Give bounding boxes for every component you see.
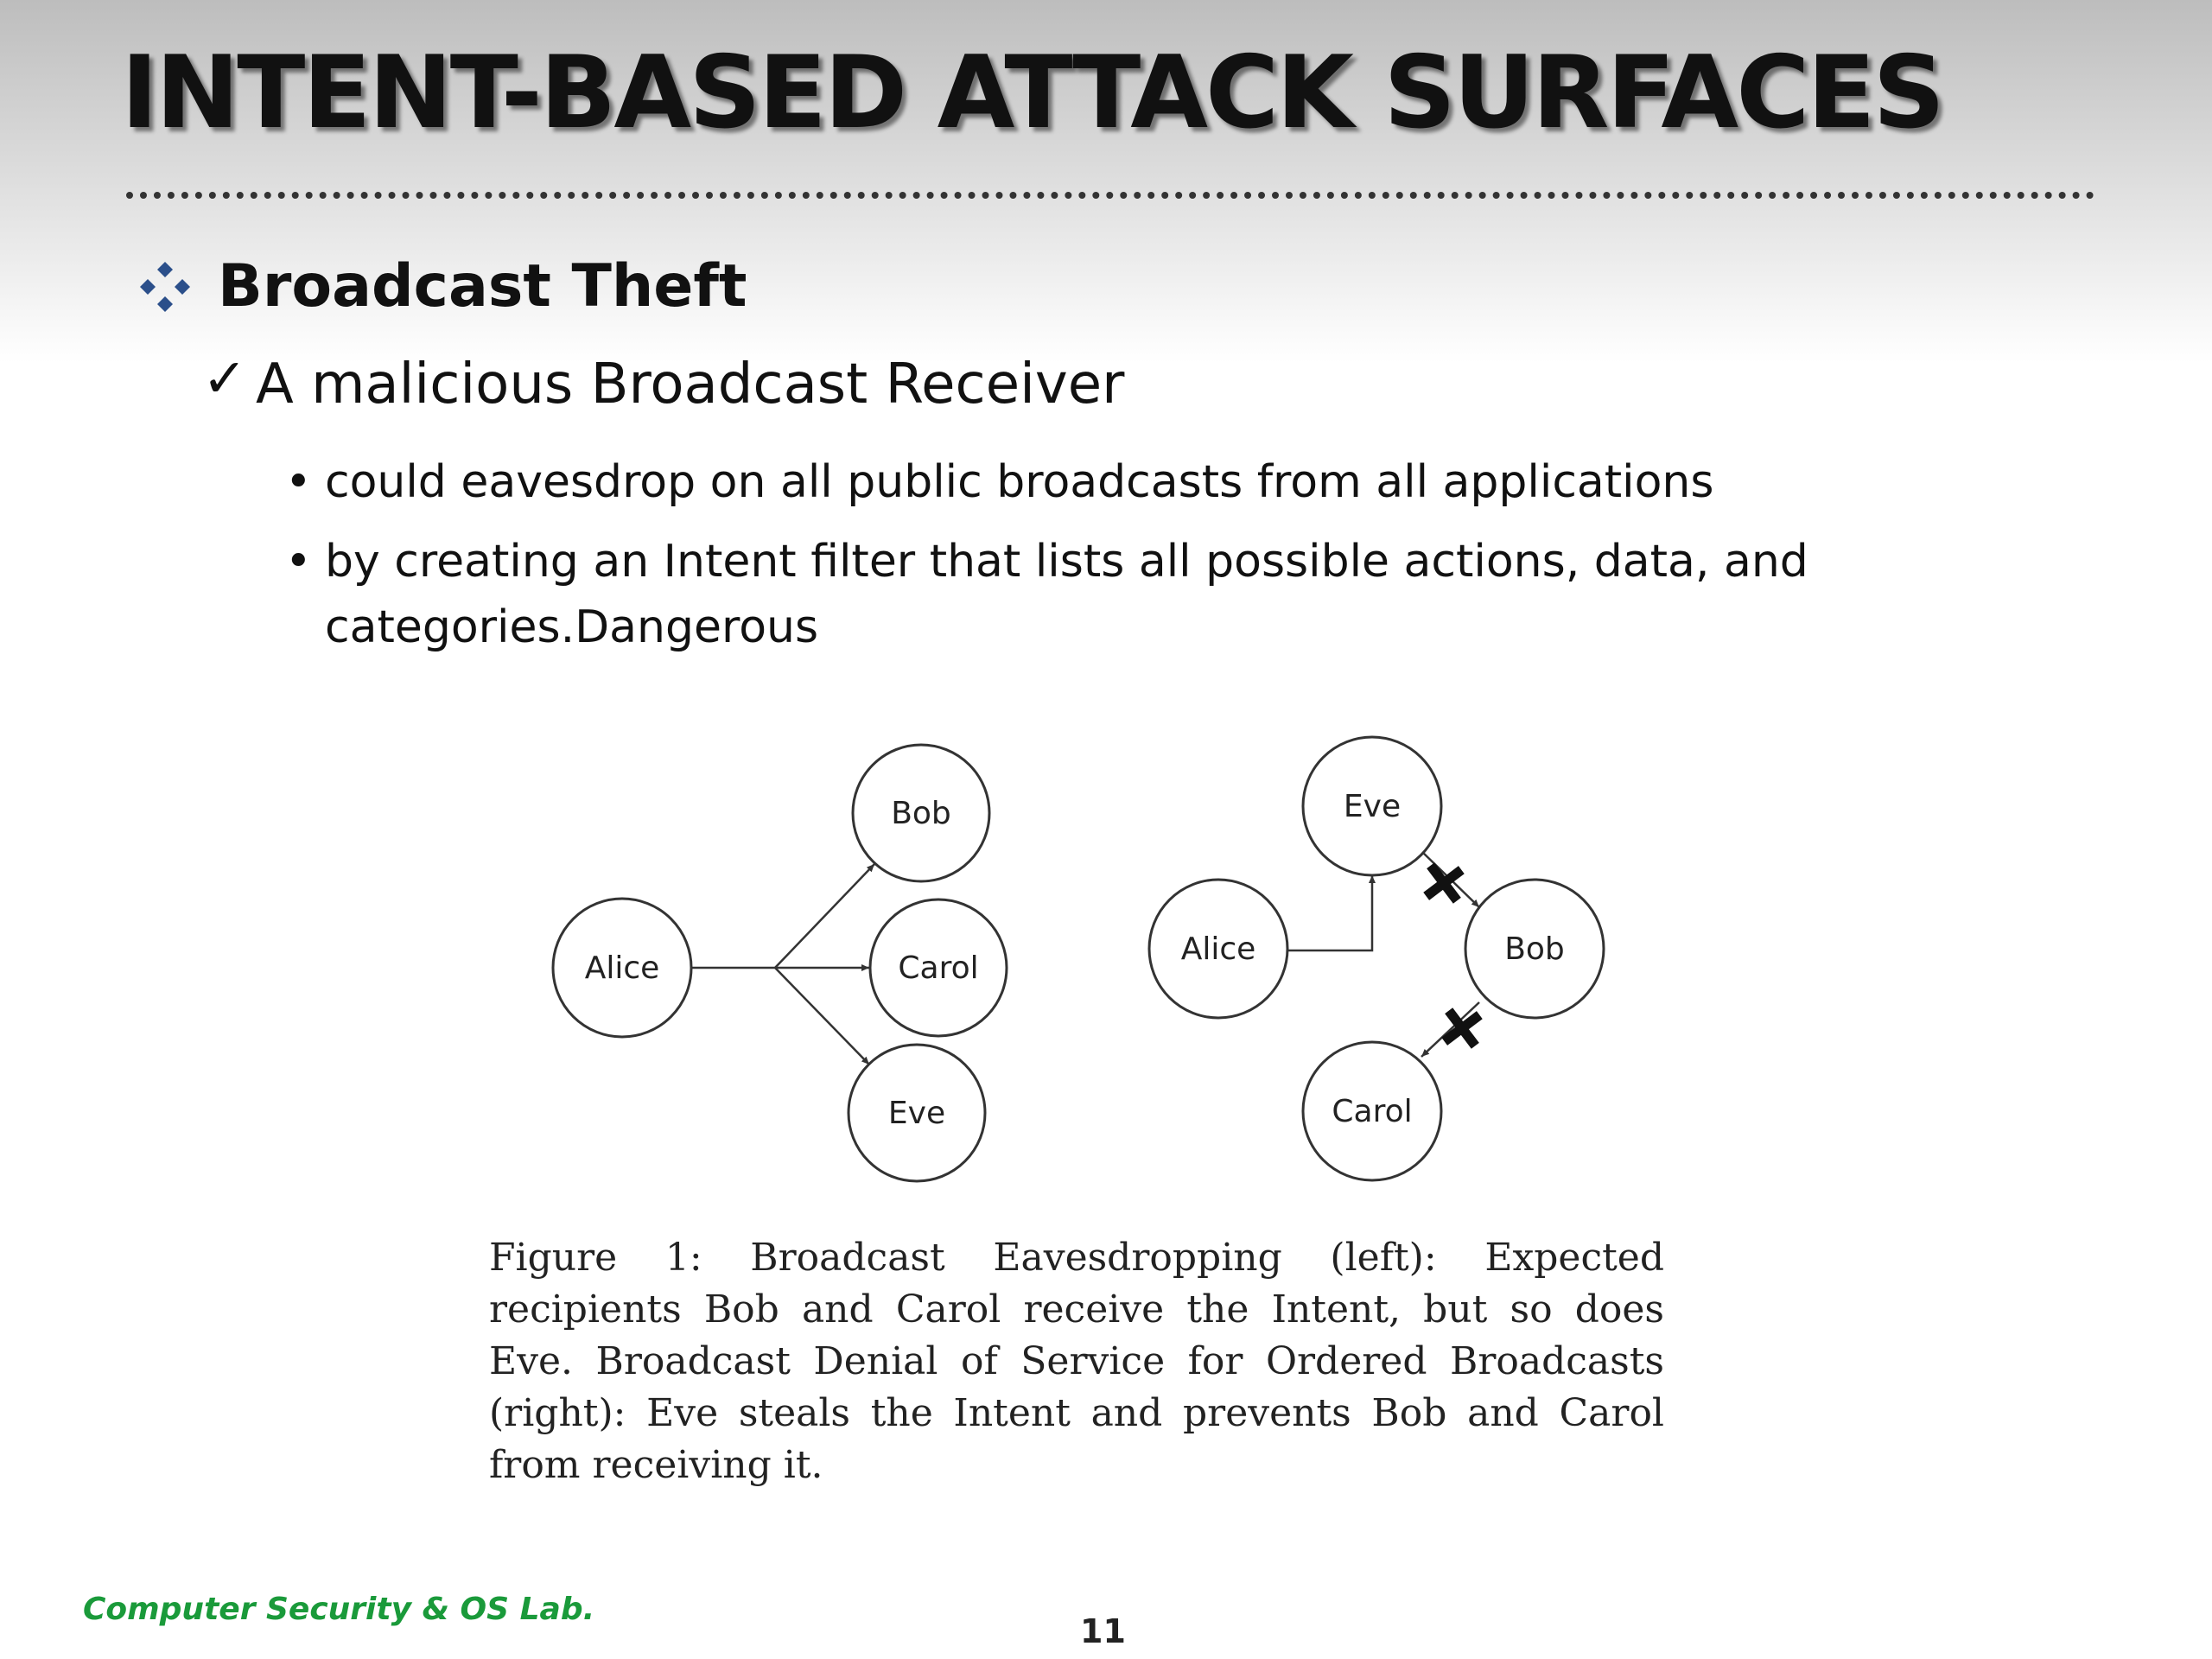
diamond-bullet-icon xyxy=(140,261,190,312)
cross-icon xyxy=(1441,1007,1483,1049)
figure-caption: Figure 1: Broadcast Eavesdropping (left)… xyxy=(489,1236,1664,1487)
edge-hub-bob xyxy=(774,863,875,969)
bullet-item: • could eavesdrop on all public broadcas… xyxy=(280,449,1922,515)
checkmark-icon: ✓ xyxy=(202,346,247,410)
footer-lab-name: Computer Security & OS Lab. xyxy=(83,1592,595,1627)
node-label: Alice xyxy=(585,950,660,986)
bullet-list: • could eavesdrop on all public broadcas… xyxy=(280,449,1922,674)
bullet-text: could eavesdrop on all public broadcasts… xyxy=(325,456,1714,508)
left-node-bob: Bob xyxy=(851,743,991,883)
bullet-item: • by creating an Intent filter that list… xyxy=(280,529,1922,660)
bullet-text: by creating an Intent filter that lists … xyxy=(325,536,1808,653)
cross-icon xyxy=(1423,862,1465,904)
heading: Broadcast Theft xyxy=(218,252,747,321)
slide-title: INTENT-BASED ATTACK SURFACES xyxy=(121,35,1945,151)
left-node-eve: Eve xyxy=(847,1043,987,1183)
node-label: Eve xyxy=(1344,789,1401,824)
broadcast-diagram: Alice Bob Carol Eve Eve Alice Bob Carol xyxy=(551,735,1605,1183)
page-number: 11 xyxy=(1080,1612,1126,1650)
left-node-alice: Alice xyxy=(551,897,693,1039)
right-node-eve: Eve xyxy=(1301,735,1443,877)
title-divider xyxy=(126,192,2094,199)
bullet-dot-icon: • xyxy=(285,456,312,508)
node-label: Carol xyxy=(1332,1094,1412,1129)
subheading-row: ✓ A malicious Broadcast Receiver xyxy=(202,346,1125,417)
node-label: Bob xyxy=(1504,931,1565,967)
right-node-alice: Alice xyxy=(1147,878,1289,1020)
node-label: Alice xyxy=(1181,931,1256,967)
edge-alice-eve xyxy=(1287,875,1376,952)
node-label: Carol xyxy=(898,950,978,986)
right-node-bob: Bob xyxy=(1464,878,1605,1020)
edge-hub-eve xyxy=(774,967,870,1065)
edge-bob-carol xyxy=(1421,1001,1480,1058)
bullet-dot-icon: • xyxy=(285,536,312,588)
node-label: Bob xyxy=(891,796,951,831)
node-label: Eve xyxy=(888,1096,945,1131)
left-node-carol: Carol xyxy=(868,898,1008,1038)
subheading: A malicious Broadcast Receiver xyxy=(255,353,1125,416)
right-node-carol: Carol xyxy=(1301,1040,1443,1182)
heading-row: Broadcast Theft xyxy=(137,252,747,321)
